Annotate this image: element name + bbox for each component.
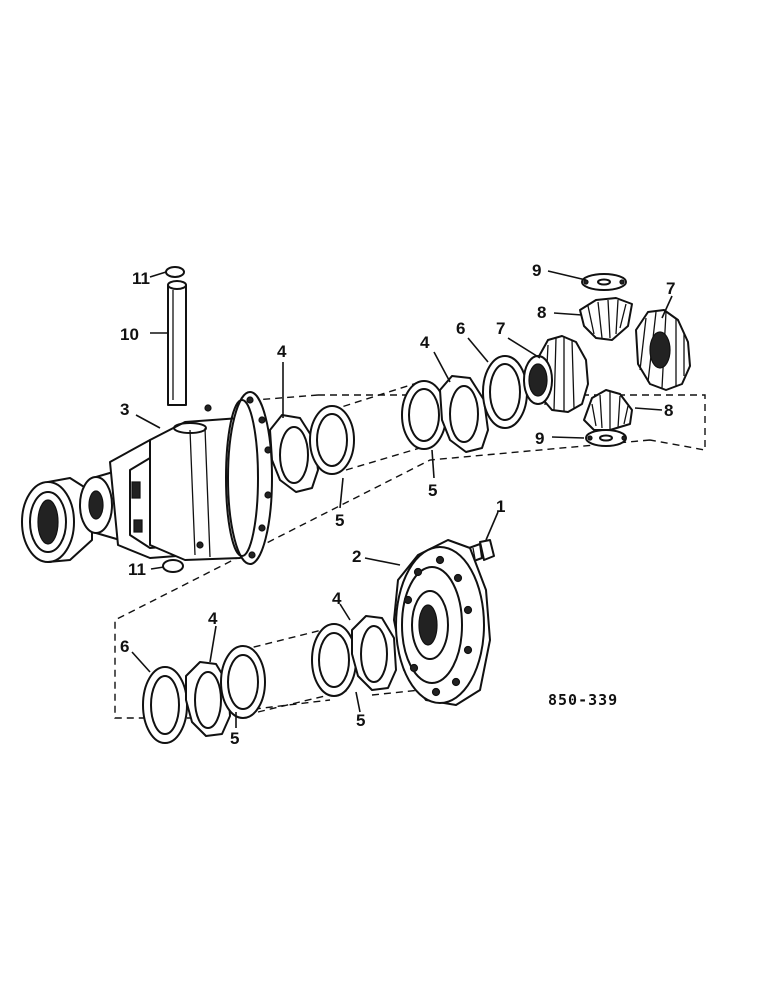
pinion-washer-lower [585,429,627,447]
case-half-flange [393,539,491,706]
differential-case [79,391,273,565]
thrust-washer-6-lower [142,666,188,744]
side-gear-upper [523,335,589,413]
friction-disc-5-lower-right [311,623,357,697]
callout-6-upper: 6 [456,319,465,338]
pinion-gear-upper [579,297,633,341]
callout-9-lower: 9 [535,429,544,448]
side-gear-right [635,309,691,391]
callout-7-left: 7 [496,319,505,338]
thrust-plate-4-lower-left [185,661,231,737]
friction-disc-5-lower-left [220,645,266,719]
thrust-plate-4-upper-right [439,375,489,453]
callout-2: 2 [352,547,361,566]
snap-ring-bottom [162,559,184,573]
pinion-gear-lower [583,389,633,431]
callout-4-lower-left: 4 [208,609,218,628]
callout-9-upper: 9 [532,261,541,280]
callout-5-lower-right: 5 [356,711,365,730]
pinion-washer-upper [581,273,627,291]
callout-10: 10 [120,325,139,344]
callout-7-right: 7 [666,279,675,298]
callout-11-top: 11 [132,269,150,288]
friction-disc-5-upper-right [401,380,447,450]
callout-6-lower: 6 [120,637,129,656]
guide-dashed-line-upper [114,394,706,719]
cross-pin [167,280,187,406]
callout-4-lower-right: 4 [332,589,342,608]
callout-4-upper-left: 4 [277,342,287,361]
callout-1: 1 [496,497,505,516]
callout-5-upper-right: 5 [428,481,437,500]
callout-8-lower: 8 [664,401,673,420]
thrust-plate-4-lower-right [351,615,397,691]
callout-4-upper-right: 4 [420,333,430,352]
thrust-washer-6-upper [482,355,528,429]
thrust-plate-4-upper-left [269,414,319,493]
bearing-cup [21,477,93,563]
reference-number: 850-339 [548,691,618,709]
callout-8-upper: 8 [537,303,546,322]
callout-11-bottom: 11 [128,560,146,579]
leader-lines [131,270,673,728]
callout-5-lower-left: 5 [230,729,239,748]
guide-dashed-line-cylinder-top [331,381,431,471]
snap-ring-top [165,266,185,278]
callout-3: 3 [120,400,129,419]
friction-disc-5-upper-left [309,405,355,475]
callout-5-upper-left: 5 [335,511,344,530]
